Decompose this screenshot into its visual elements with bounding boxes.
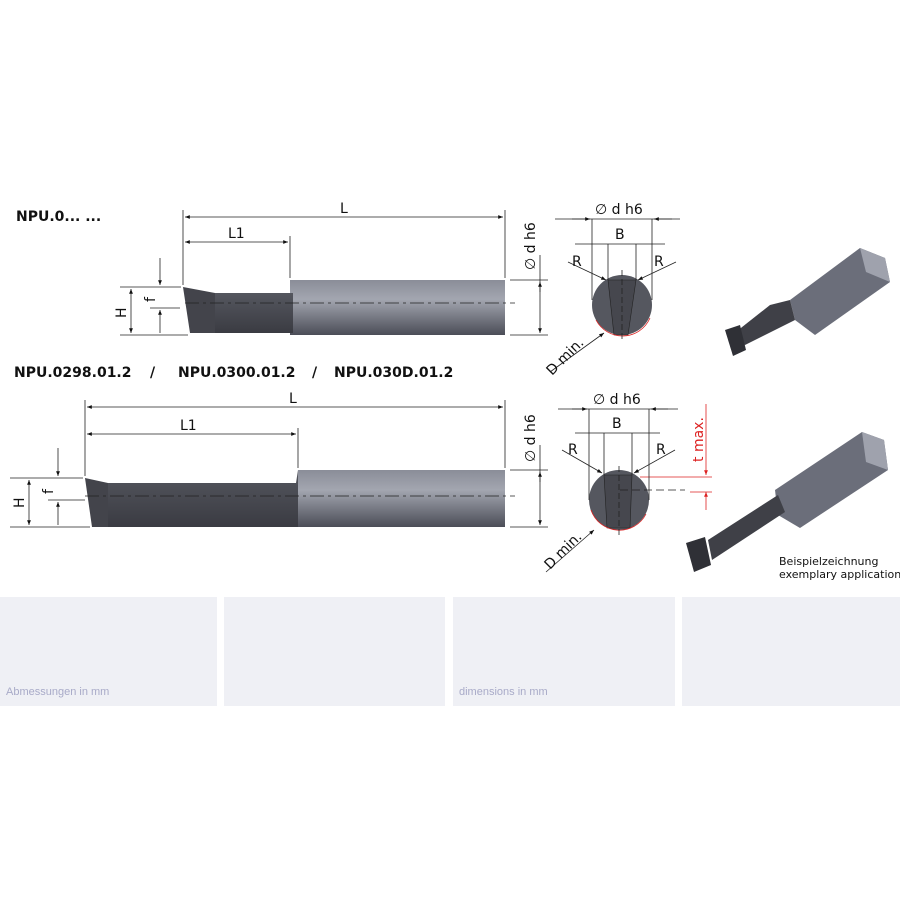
dim-Dmin-2: D min. [542,529,586,573]
title-bottom-2: NPU.0300.01.2 [178,365,296,381]
dim-tmax: t max. [691,417,707,462]
dim-dh6-2: ∅ d h6 [593,392,641,408]
dimensions-note-de: Abmessungen in mm [6,686,110,698]
dim-R-left-2: R [568,442,578,458]
dim-R-right-2: R [656,442,666,458]
title-separator-2: / [312,365,318,381]
title-bottom-3: NPU.030D.01.2 [334,365,453,381]
dimensions-note-en: dimensions in mm [459,686,548,698]
dim-H-2: H [12,497,28,508]
info-panel-1: Abmessungen in mm [0,597,217,706]
dim-B-1: B [615,227,625,243]
dim-f-2: f [41,488,57,494]
tool-1-3d-view [725,248,890,356]
dim-L1-2: L1 [180,418,197,434]
title-bottom-1: NPU.0298.01.2 [14,365,132,381]
tool-1-end-view [549,217,680,373]
title-top: NPU.0... ... [16,209,101,225]
dim-B-2: B [612,416,622,432]
dim-dh6-side-2: ∅ d h6 [523,414,539,462]
dim-dh6-side-1: ∅ d h6 [523,222,539,270]
tool-2-3d-view [686,432,888,572]
title-separator-1: / [150,365,156,381]
dim-dh6-1: ∅ d h6 [595,202,643,218]
tool-2-end-view [545,404,712,573]
tool-2-side-view [10,400,548,528]
dim-H-1: H [114,307,130,318]
info-panel-2 [224,597,445,706]
info-panel-4 [682,597,900,706]
dim-R-right-1: R [654,254,664,270]
dim-L-2: L [289,391,297,407]
dim-f-1: f [143,296,159,302]
dim-L-1: L [340,201,348,217]
info-panel-3: dimensions in mm [453,597,675,706]
dim-Dmin-1: D min. [544,335,588,379]
tool-1-side-view [120,210,548,336]
dim-R-left-1: R [572,254,582,270]
dim-L1-1: L1 [228,226,245,242]
caption-en: exemplary application [779,568,900,581]
caption-de: Beispielzeichnung [779,555,878,568]
